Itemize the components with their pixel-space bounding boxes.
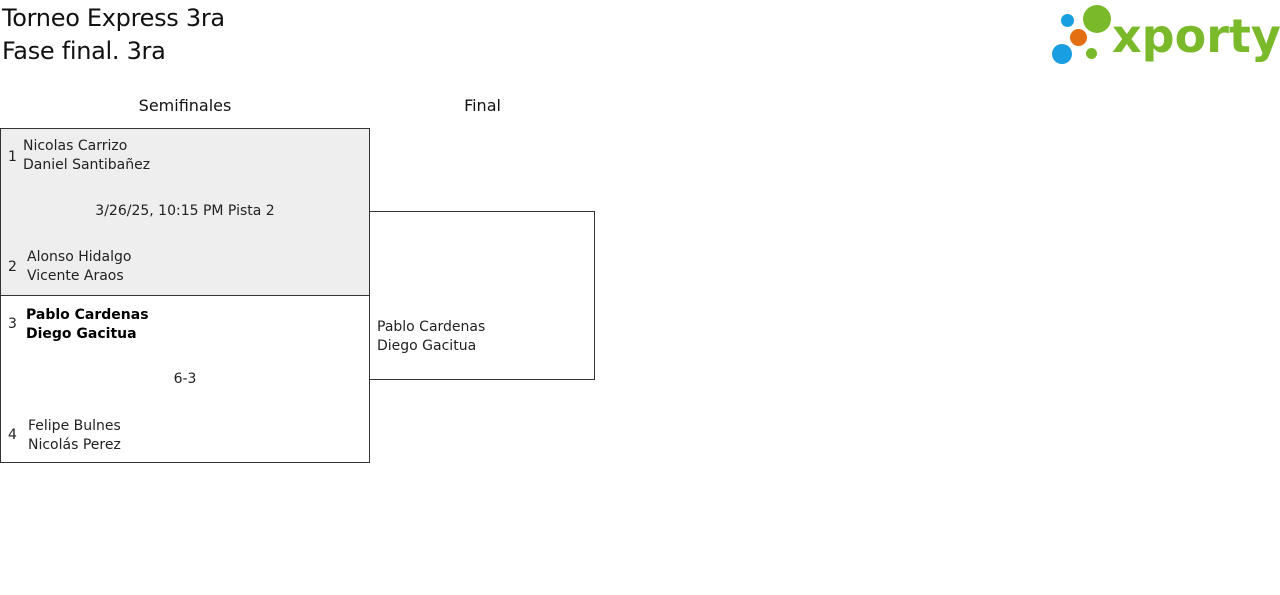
team-seed: 4	[8, 427, 17, 443]
team-3-names-winner: Pablo Cardenas Diego Gacitua	[26, 306, 149, 344]
logo-dot-green-small	[1086, 48, 1097, 59]
logo-wordmark: xporty	[1112, 9, 1280, 63]
match-score: 6-3	[173, 371, 197, 387]
semifinal-match-1[interactable]: 1 Nicolas Carrizo Daniel Santibañez 3/26…	[0, 128, 370, 296]
team-seed: 3	[8, 316, 17, 332]
final-match[interactable]: Pablo Cardenas Diego Gacitua	[369, 211, 595, 380]
player-name: Pablo Cardenas	[377, 319, 486, 335]
phase-name: Fase final. 3ra	[2, 37, 166, 65]
player-name: Nicolas Carrizo	[23, 138, 128, 154]
player-name: Felipe Bulnes	[28, 418, 121, 434]
team-4-names: Felipe Bulnes Nicolás Perez	[28, 417, 121, 455]
logo-dot-blue-small	[1061, 14, 1074, 27]
logo-dot-orange	[1070, 29, 1087, 46]
team-2-names: Alonso Hidalgo Vicente Araos	[27, 248, 131, 286]
team-1-names: Nicolas Carrizo Daniel Santibañez	[23, 137, 150, 175]
player-name: Daniel Santibañez	[23, 157, 151, 173]
player-name: Vicente Araos	[27, 268, 124, 284]
team-seed: 2	[8, 259, 17, 275]
player-name: Diego Gacitua	[377, 338, 477, 354]
player-name: Pablo Cardenas	[26, 307, 149, 323]
semifinal-match-2[interactable]: 3 Pablo Cardenas Diego Gacitua 6-3 4 Fel…	[0, 295, 370, 463]
round-label-final: Final	[464, 96, 501, 115]
player-name: Nicolás Perez	[28, 437, 121, 453]
logo-dot-green-large	[1083, 5, 1111, 33]
player-name: Diego Gacitua	[26, 326, 137, 342]
tournament-title: Torneo Express 3ra Fase final. 3ra	[2, 2, 225, 68]
round-label-semifinals: Semifinales	[138, 96, 232, 115]
xporty-logo[interactable]: xporty	[1050, 4, 1280, 66]
logo-dot-blue-large	[1052, 44, 1072, 64]
match-schedule: 3/26/25, 10:15 PM Pista 2	[95, 203, 275, 219]
final-team-bottom-names: Pablo Cardenas Diego Gacitua	[377, 318, 485, 356]
tournament-name: Torneo Express 3ra	[2, 4, 225, 32]
player-name: Alonso Hidalgo	[27, 249, 132, 265]
team-seed: 1	[8, 149, 17, 165]
